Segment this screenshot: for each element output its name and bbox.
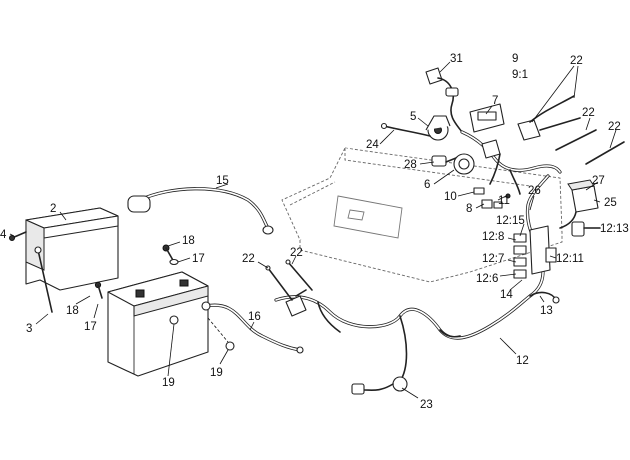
ground-lead-22-mid <box>285 259 313 291</box>
callout-7: 7 <box>492 95 498 107</box>
callout-12-11: 12:11 <box>556 253 584 265</box>
lead-22-right-a <box>555 129 597 151</box>
callout-12: 12 <box>516 355 529 367</box>
callout-22-top: 22 <box>570 55 583 67</box>
connector-block <box>513 225 557 279</box>
callout-23: 23 <box>420 399 433 411</box>
callout-22-right-a: 22 <box>582 107 595 119</box>
ignition-switch-31 <box>425 67 463 133</box>
callout-28: 28 <box>404 159 417 171</box>
callout-10: 10 <box>444 191 457 203</box>
main-wire-harness <box>274 174 560 385</box>
upper-harness <box>460 130 562 195</box>
sensor-connector <box>351 376 408 395</box>
switch-6 <box>453 153 475 175</box>
ground-lead-22-left <box>265 265 293 301</box>
callout-22-right-b: 22 <box>608 121 621 133</box>
battery-cover <box>25 207 119 291</box>
callout-18-top: 18 <box>182 235 195 247</box>
callout-labels: 31 9 9:1 22 7 5 22 22 24 28 6 27 26 10 1… <box>0 53 629 411</box>
callout-19-nut: 19 <box>210 367 223 379</box>
callout-24: 24 <box>366 139 379 151</box>
callout-6: 6 <box>424 179 430 191</box>
key-switch <box>425 115 451 141</box>
relay <box>559 179 599 229</box>
bolt-icon <box>9 231 27 241</box>
callout-27: 27 <box>592 175 605 187</box>
callout-19-battery: 19 <box>162 377 175 389</box>
callout-4: 4 <box>0 229 7 241</box>
callout-25: 25 <box>604 197 617 209</box>
callout-15: 15 <box>216 175 229 187</box>
connector-8 <box>481 199 503 209</box>
callout-12-8: 12:8 <box>482 231 504 243</box>
callout-2: 2 <box>50 203 56 215</box>
switch-22-top <box>517 95 581 141</box>
callout-31: 31 <box>450 53 463 65</box>
sensor-28 <box>431 155 457 167</box>
connector-12-13 <box>571 221 601 237</box>
callout-17-bottom: 17 <box>84 321 97 333</box>
callout-9-1: 9:1 <box>512 69 528 81</box>
callout-18-bottom: 18 <box>66 305 79 317</box>
battery-cable-ground <box>201 301 304 354</box>
callout-17-top: 17 <box>192 253 205 265</box>
callout-14: 14 <box>500 289 513 301</box>
battery <box>107 271 209 377</box>
lead-22-right-b <box>585 141 625 165</box>
callout-11: 11 <box>498 195 510 207</box>
bolt-icon <box>94 281 103 299</box>
callout-12-15: 12:15 <box>496 215 525 227</box>
callout-8: 8 <box>466 203 472 215</box>
leader-lines <box>9 61 617 399</box>
bolt-icon <box>162 244 179 266</box>
callout-12-6: 12:6 <box>476 273 498 285</box>
wire-lead-24 <box>380 122 431 137</box>
hour-meter <box>469 103 505 133</box>
battery-hold-down-rod <box>34 246 53 313</box>
callout-26: 26 <box>528 185 541 197</box>
callout-9: 9 <box>512 53 518 65</box>
nut-icon <box>207 317 235 351</box>
callout-22-mid: 22 <box>290 247 303 259</box>
callout-13: 13 <box>540 305 553 317</box>
callout-5: 5 <box>410 111 416 123</box>
callout-12-13: 12:13 <box>600 223 629 235</box>
callout-16: 16 <box>248 311 261 323</box>
callout-22-left: 22 <box>242 253 255 265</box>
callout-3: 3 <box>26 323 32 335</box>
callout-12-7: 12:7 <box>482 253 504 265</box>
battery-cable-positive <box>127 187 274 235</box>
